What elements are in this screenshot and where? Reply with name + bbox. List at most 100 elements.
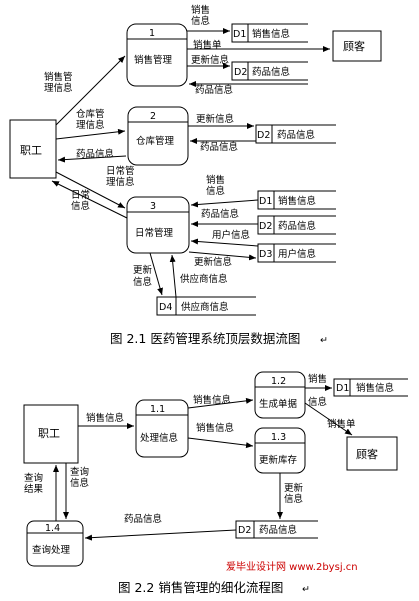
process-id: 2	[150, 111, 156, 122]
process-id: 1.1	[150, 404, 165, 415]
store-d1-sales-daily[interactable]: D1 销售信息	[257, 190, 336, 210]
flow-3-to-d4	[149, 252, 163, 296]
staff-entity[interactable]: 职工	[9, 119, 57, 179]
store-name: 药品信息	[259, 524, 297, 536]
flow-d3-to-3	[190, 238, 259, 247]
flow-label: 结果	[24, 483, 44, 495]
store-name: 药品信息	[278, 220, 316, 232]
process-id: 1.4	[45, 523, 60, 534]
store-d3-user[interactable]: D3 用户信息	[257, 243, 336, 263]
flow-label: 销售单	[193, 39, 222, 51]
flow-staff-to-2	[55, 128, 126, 140]
flow-1-1-to-1-2	[187, 397, 254, 409]
process-1-sales-mgmt[interactable]: 1 销售管理	[126, 23, 188, 87]
store-d2-drug-daily[interactable]: D2 药品信息	[257, 215, 336, 235]
flow-label: 药品信息	[200, 141, 238, 153]
flow-label: 药品信息	[201, 208, 239, 220]
process-id: 1	[149, 28, 155, 39]
store-d2-drug-warehouse[interactable]: D2 药品信息	[255, 124, 336, 144]
store-id: D3	[259, 249, 272, 260]
store-id: D2	[257, 130, 270, 141]
process-1-4[interactable]: 1.4 查询处理	[26, 520, 84, 567]
flow-label: 销售管	[44, 71, 73, 83]
process-name: 销售管理	[134, 54, 173, 66]
flow-label: 日常管	[106, 165, 135, 177]
flow-label: 理信息	[44, 82, 73, 94]
flow-label: 销售	[308, 373, 327, 385]
process-id: 1.2	[271, 376, 286, 387]
store-name: 用户信息	[278, 248, 316, 260]
flow-label: 理信息	[76, 119, 105, 131]
store-id: D1	[336, 383, 349, 394]
store-d1-sales[interactable]: D1 销售信息	[333, 378, 408, 397]
process-1-1[interactable]: 1.1 处理信息	[135, 399, 189, 458]
store-d2-drug-top[interactable]: D2 药品信息	[231, 61, 308, 81]
flow-staff-to-3	[55, 171, 126, 209]
watermark-text: 爱毕业设计网 www.2bysj.cn	[226, 560, 358, 573]
flow-2-to-staff	[57, 155, 127, 163]
flow-label: 更新信息	[194, 256, 232, 268]
flow-label: 信息	[133, 276, 152, 288]
staff-label: 职工	[20, 144, 42, 157]
store-id: D2	[238, 525, 251, 536]
flow-label: 药品信息	[76, 148, 114, 160]
flow-label: 供应商信息	[180, 273, 228, 285]
process-name: 处理信息	[140, 432, 178, 444]
flow-label: 仓库管	[76, 108, 105, 120]
process-id: 3	[150, 201, 156, 212]
customer-label: 顾客	[343, 39, 365, 53]
store-d2-drug[interactable]: D2 药品信息	[235, 520, 318, 539]
flow-label: 查询	[70, 466, 89, 478]
flow-1-2-to-customer	[304, 402, 353, 436]
flow-label: 更新信息	[191, 54, 229, 66]
figure-2-2: 职工 顾客 1.1 处理信息 1.2 生成单据 1.3 更新库存	[23, 371, 408, 595]
flow-label: 销售单	[327, 418, 356, 430]
process-3-daily-mgmt[interactable]: 3 日常管理	[126, 196, 190, 254]
flow-label: 日常	[71, 189, 90, 201]
customer-label: 顾客	[356, 447, 378, 461]
flow-label: 药品信息	[195, 84, 233, 96]
paragraph-mark-icon: ↵	[320, 335, 328, 346]
staff-entity[interactable]: 职工	[23, 404, 79, 464]
customer-entity[interactable]: 顾客	[346, 436, 398, 471]
flow-d4-to-3	[169, 254, 177, 298]
store-name: 销售信息	[278, 195, 316, 207]
flow-d1-to-3	[190, 199, 259, 208]
store-name: 销售信息	[356, 382, 394, 394]
flow-label: 更新	[284, 482, 304, 494]
store-d4-supplier[interactable]: D4 供应商信息	[156, 296, 256, 316]
figure-caption: 图 2.2 销售管理的细化流程图	[118, 580, 283, 595]
process-1-2[interactable]: 1.2 生成单据	[254, 371, 306, 419]
flow-label: 信息	[191, 15, 210, 27]
staff-label: 职工	[38, 427, 60, 440]
store-id: D4	[159, 302, 172, 313]
process-2-warehouse-mgmt[interactable]: 2 仓库管理	[127, 106, 189, 166]
store-name: 药品信息	[252, 66, 290, 78]
process-name: 日常管理	[135, 227, 174, 239]
customer-entity[interactable]: 顾客	[332, 30, 382, 62]
flow-label: 销售信息	[196, 422, 234, 434]
process-name: 更新库存	[259, 454, 298, 466]
flow-label: 销售	[206, 174, 225, 186]
paragraph-mark-icon: ↵	[302, 584, 310, 595]
store-name: 销售信息	[252, 28, 290, 40]
store-id: D1	[259, 196, 272, 207]
process-name: 生成单据	[259, 398, 298, 410]
flow-staff-to-1	[55, 55, 126, 126]
process-id: 1.3	[271, 432, 286, 443]
store-id: D1	[233, 29, 246, 40]
process-name: 查询处理	[32, 544, 71, 556]
store-d1-sales-top[interactable]: D1 销售信息	[231, 23, 308, 43]
process-name: 仓库管理	[136, 135, 175, 147]
flow-3-to-staff	[51, 180, 128, 219]
flow-label: 更新	[133, 264, 153, 276]
flow-label: 用户信息	[212, 229, 250, 241]
flow-label: 信息	[71, 200, 90, 212]
process-1-3[interactable]: 1.3 更新库存	[254, 427, 306, 474]
flow-label: 信息	[284, 493, 303, 505]
flow-label: 销售信息	[86, 412, 124, 424]
flow-label: 药品信息	[124, 513, 162, 525]
store-id: D2	[234, 67, 247, 78]
figure-caption: 图 2.1 医药管理系统顶层数据流图	[110, 331, 300, 346]
